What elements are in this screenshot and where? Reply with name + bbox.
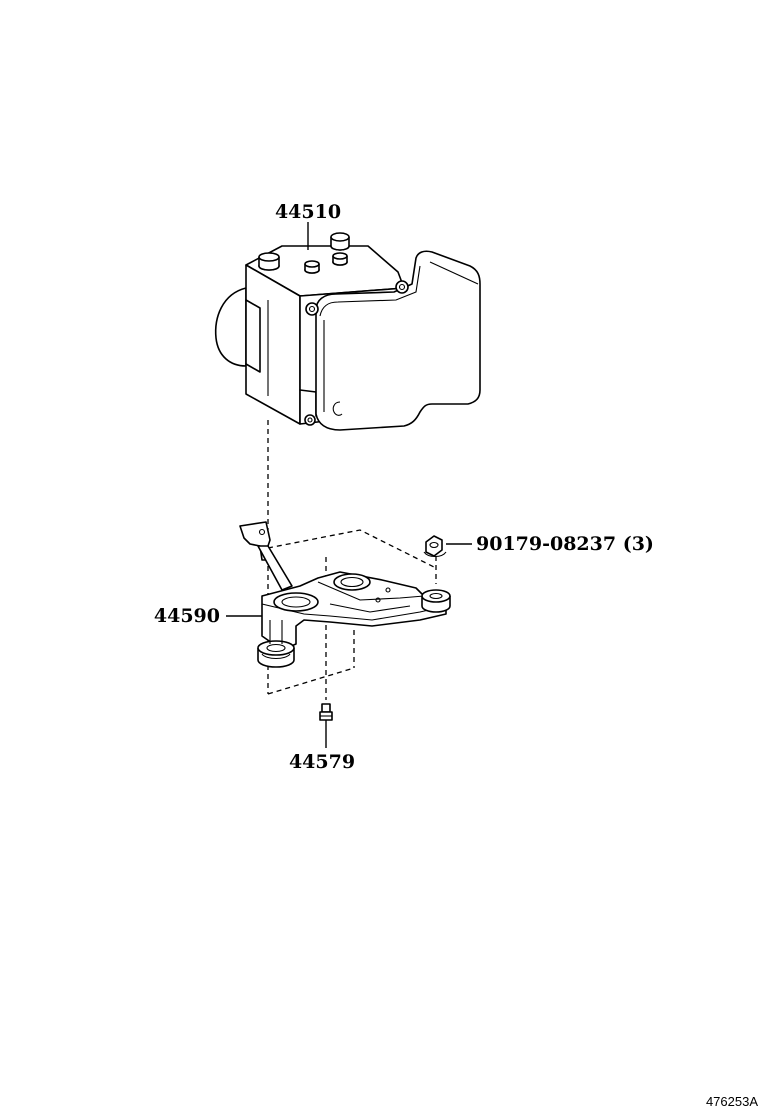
abs-actuator-part[interactable]	[214, 232, 481, 431]
flange-nut-part[interactable]	[423, 535, 447, 558]
illustration-code: 476253A	[706, 1094, 758, 1109]
bracket-part-number[interactable]: 44590	[154, 605, 220, 627]
bolt-part[interactable]	[319, 703, 333, 721]
nut-part-number[interactable]: 90179-08237 (3)	[476, 533, 654, 555]
actuator-part-number[interactable]: 44510	[275, 201, 341, 223]
bolt-part-number[interactable]: 44579	[289, 751, 355, 773]
mounting-bracket-part[interactable]	[239, 521, 451, 668]
